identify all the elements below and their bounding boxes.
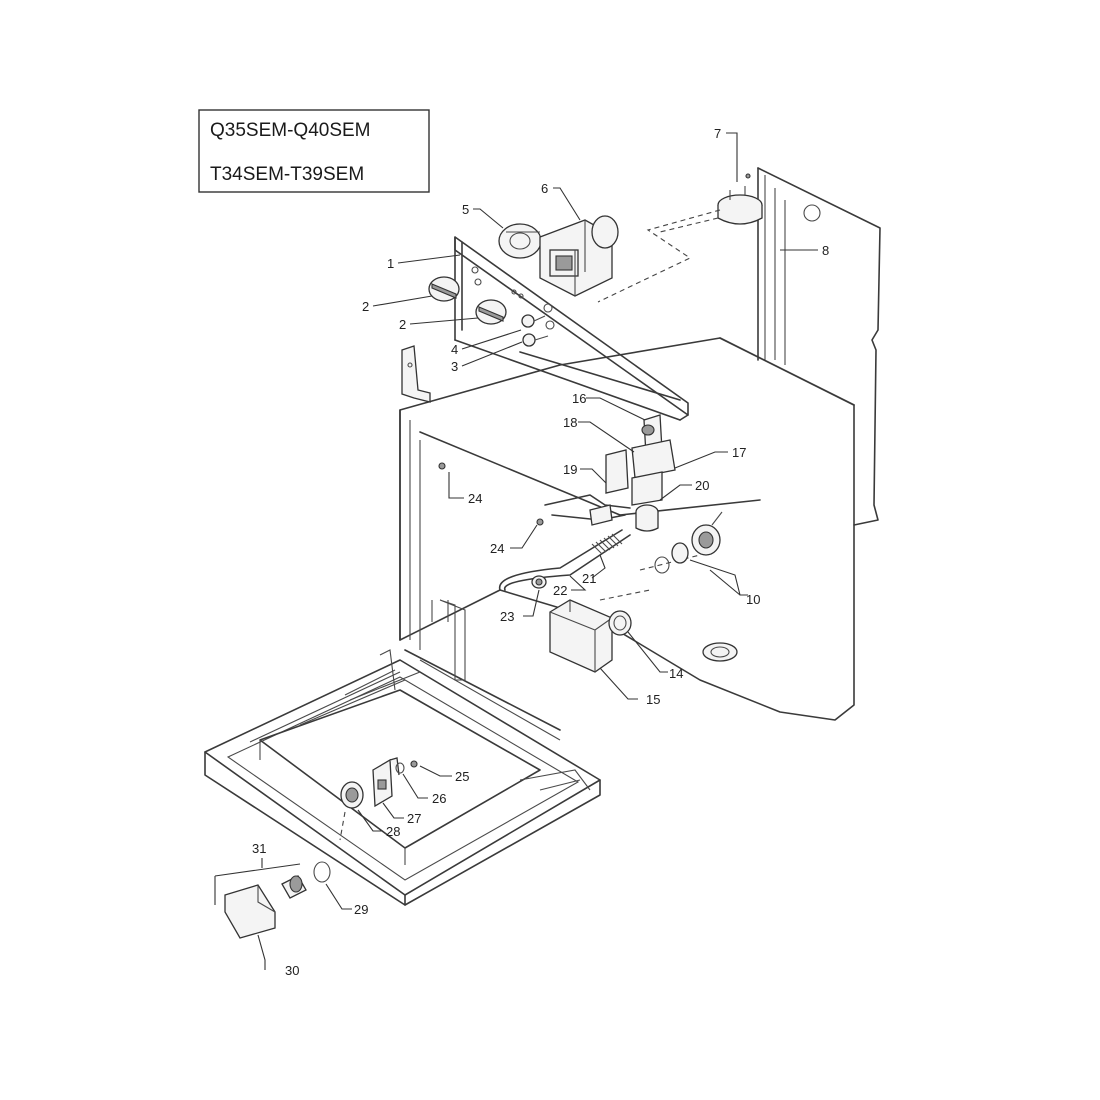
control-knob-lower bbox=[475, 299, 507, 325]
callout-21: 21 bbox=[582, 571, 596, 586]
indicator-light-3 bbox=[522, 333, 549, 347]
model-label-box: Q35SEM-Q40SEM T34SEM-T39SEM bbox=[198, 109, 430, 193]
drawer-bracket bbox=[372, 757, 400, 808]
callout-29: 29 bbox=[354, 902, 368, 917]
drain-hole-icon bbox=[702, 642, 738, 662]
back-panel bbox=[757, 167, 881, 526]
heating-element bbox=[498, 529, 631, 591]
element-box bbox=[549, 599, 613, 673]
drain-arm bbox=[544, 494, 631, 526]
callout-23: 23 bbox=[500, 609, 514, 624]
callout-5: 5 bbox=[462, 202, 469, 217]
drawer-tray bbox=[204, 649, 601, 906]
callout-labels: 1 2 2 4 3 5 6 7 8 16 18 19 17 20 24 24 2… bbox=[252, 126, 829, 978]
callout-leaders bbox=[214, 132, 818, 970]
thermostat bbox=[498, 223, 542, 259]
cabinet-body bbox=[399, 337, 855, 741]
callout-28: 28 bbox=[386, 824, 400, 839]
screw-icon bbox=[410, 760, 418, 768]
control-knob-upper bbox=[428, 276, 460, 302]
callout-17: 17 bbox=[732, 445, 746, 460]
callout-10: 10 bbox=[746, 592, 760, 607]
callout-7: 7 bbox=[714, 126, 721, 141]
callout-2-upper: 2 bbox=[362, 299, 369, 314]
callout-20: 20 bbox=[695, 478, 709, 493]
callout-6: 6 bbox=[541, 181, 548, 196]
callout-4: 4 bbox=[451, 342, 458, 357]
callout-14: 14 bbox=[669, 666, 683, 681]
callout-30: 30 bbox=[285, 963, 299, 978]
model-line-1: Q35SEM-Q40SEM bbox=[210, 120, 371, 141]
callout-31: 31 bbox=[252, 841, 266, 856]
drawer-nut bbox=[340, 781, 364, 809]
callout-18: 18 bbox=[563, 415, 577, 430]
callout-16: 16 bbox=[572, 391, 586, 406]
gasket-assembly bbox=[654, 511, 723, 574]
screw-icon bbox=[536, 518, 544, 526]
callout-2-lower: 2 bbox=[399, 317, 406, 332]
callout-19: 19 bbox=[563, 462, 577, 477]
seal-ring bbox=[608, 610, 632, 636]
model-line-2: T34SEM-T39SEM bbox=[210, 164, 364, 185]
callout-22: 22 bbox=[553, 583, 567, 598]
callout-24-upper: 24 bbox=[468, 491, 482, 506]
callout-15: 15 bbox=[646, 692, 660, 707]
callout-3: 3 bbox=[451, 359, 458, 374]
callout-1: 1 bbox=[387, 256, 394, 271]
callout-27: 27 bbox=[407, 811, 421, 826]
mounting-hole-icon bbox=[803, 204, 821, 222]
indicator-light-4 bbox=[521, 314, 546, 328]
callout-25: 25 bbox=[455, 769, 469, 784]
screw-icon bbox=[438, 462, 446, 470]
callout-26: 26 bbox=[432, 791, 446, 806]
washer-icon bbox=[395, 762, 405, 774]
callout-24-lower: 24 bbox=[490, 541, 504, 556]
float-switch-assembly bbox=[605, 414, 676, 532]
timer-motor bbox=[539, 215, 619, 297]
side-bracket bbox=[401, 345, 431, 403]
callout-8: 8 bbox=[822, 243, 829, 258]
handle-assembly bbox=[224, 861, 331, 939]
connection-dashes bbox=[339, 209, 721, 841]
water-fitting bbox=[717, 173, 763, 225]
